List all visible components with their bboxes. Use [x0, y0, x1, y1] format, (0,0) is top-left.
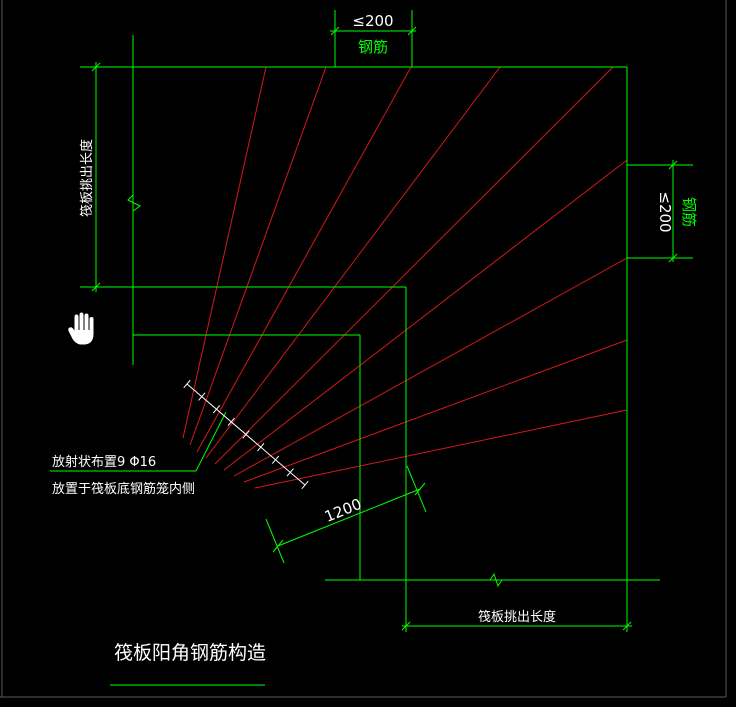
radial-rebar-8	[243, 339, 628, 483]
slab-outline	[80, 10, 693, 686]
viewport-frame	[0, 0, 727, 698]
hand-pointer-icon	[67, 311, 95, 346]
radial-rebar-1	[182, 66, 267, 439]
top-dimension-value: ≤200	[352, 12, 393, 30]
rebar-note-line-2: 放置于筏板底钢筋笼内侧	[52, 481, 195, 497]
radial-rebar-9	[254, 409, 628, 489]
radial-rebar-4	[205, 66, 501, 459]
diagonal-dimension	[265, 465, 427, 564]
rebar-note-line-1: 放射状布置9 Φ16	[52, 454, 156, 470]
bottom-dimension-label: 筏板挑出长度	[478, 609, 556, 625]
right-dimension-material: 钢筋	[680, 197, 698, 227]
drawing-caption: 筏板阳角钢筋构造	[114, 642, 266, 664]
marker-tick-4	[227, 417, 235, 426]
marker-tick-1	[183, 379, 191, 389]
rebar-end-marker	[183, 379, 309, 490]
top-dimension-material: 钢筋	[358, 38, 388, 56]
marker-tick-5	[242, 430, 250, 439]
radial-rebar-3	[196, 66, 412, 453]
marker-tick-6	[257, 443, 265, 452]
radial-rebar-6	[223, 159, 628, 471]
radial-rebar-5	[214, 66, 614, 465]
marker-tick-3	[212, 405, 221, 414]
radial-rebar-2	[189, 66, 327, 446]
right-dimension-value: ≤200	[656, 191, 674, 232]
marker-tick-9	[301, 480, 309, 490]
break-marks	[127, 185, 510, 588]
radial-rebar-7	[233, 257, 628, 477]
diagonal-dimension-value: 1200	[322, 495, 364, 526]
left-dimension-label: 筏板挑出长度	[79, 139, 95, 217]
marker-tick-2	[198, 392, 206, 401]
note-leader	[50, 411, 227, 472]
radial-rebar-group	[182, 66, 628, 489]
dimension-ticks	[91, 26, 678, 631]
marker-tick-8	[286, 468, 294, 477]
marker-tick-7	[271, 455, 280, 464]
